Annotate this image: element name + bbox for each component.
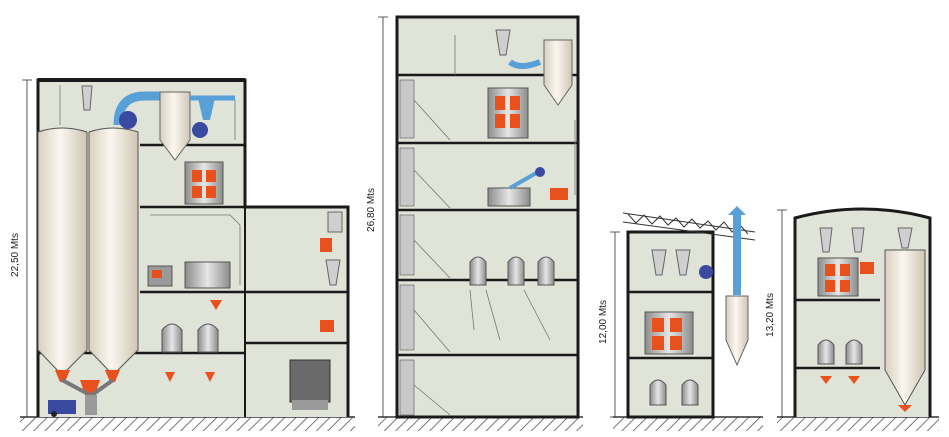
ground-2 — [378, 417, 583, 431]
silo-right — [88, 127, 139, 376]
sifter-2 — [487, 187, 531, 207]
roller-mill-2 — [487, 87, 529, 139]
silo-4 — [884, 249, 926, 407]
building-2: 26,80 Mts — [366, 15, 583, 431]
filter-2 — [543, 39, 573, 106]
ground-4 — [777, 417, 939, 431]
ground-1 — [20, 417, 355, 431]
roller-mill-4 — [817, 257, 859, 297]
plansifter-1 — [184, 261, 231, 289]
stairs-2 — [399, 79, 415, 416]
filter-3 — [725, 295, 749, 367]
duct-1 — [113, 91, 165, 126]
dimension-label-2: 26,80 Mts — [366, 188, 377, 232]
filter-1 — [159, 91, 191, 161]
stack-3 — [733, 215, 741, 295]
silo-left — [37, 127, 88, 376]
building-3: 12,00 Mts — [598, 206, 763, 431]
dimension-label-4: 13,20 Mts — [765, 293, 776, 337]
motor-1 — [48, 400, 76, 414]
ground-3 — [613, 417, 763, 431]
dimension-label-1: 22,50 Mts — [10, 233, 21, 277]
dimension-label-3: 12,00 Mts — [598, 300, 609, 344]
building-4: 13,20 Mts — [765, 207, 939, 431]
building-1: 22,50 Mts — [10, 78, 355, 431]
roller-mill-1 — [184, 161, 224, 205]
packer-1 — [289, 359, 331, 403]
